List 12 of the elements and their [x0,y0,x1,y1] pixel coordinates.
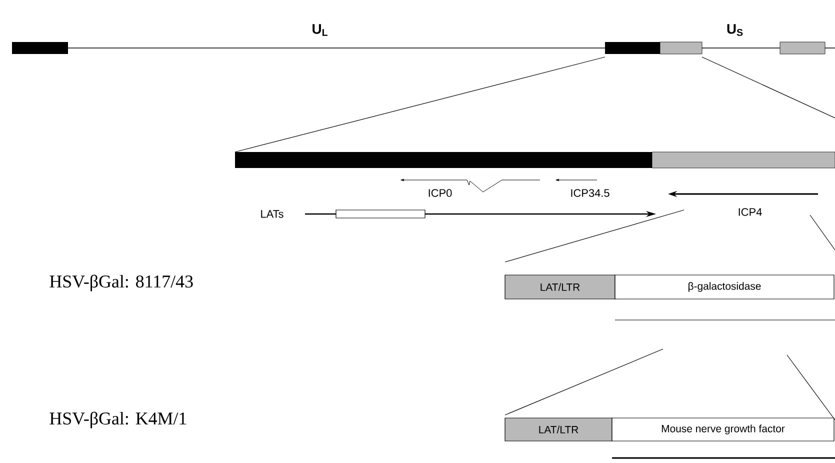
construct-label: HSV-βGal: K4M/1 [50,412,186,428]
region-label: U$_{S}$ [727,24,743,36]
gene-box: Mouse nerve growth factor [612,418,834,442]
gene-label: ICP4 [738,208,762,216]
gene-box: β-galactosidase [614,274,834,300]
gene-label: LATs [261,210,284,218]
gene-label: ICP0 [428,189,452,197]
gene-label: ICP34.5 [571,189,610,197]
construct-label: HSV-βGal: 8117/43 [50,274,193,292]
gene-box: LAT/LTR [504,274,616,300]
region-label: U$_{L}$ [312,24,328,36]
gene-box: LAT/LTR [504,418,612,442]
